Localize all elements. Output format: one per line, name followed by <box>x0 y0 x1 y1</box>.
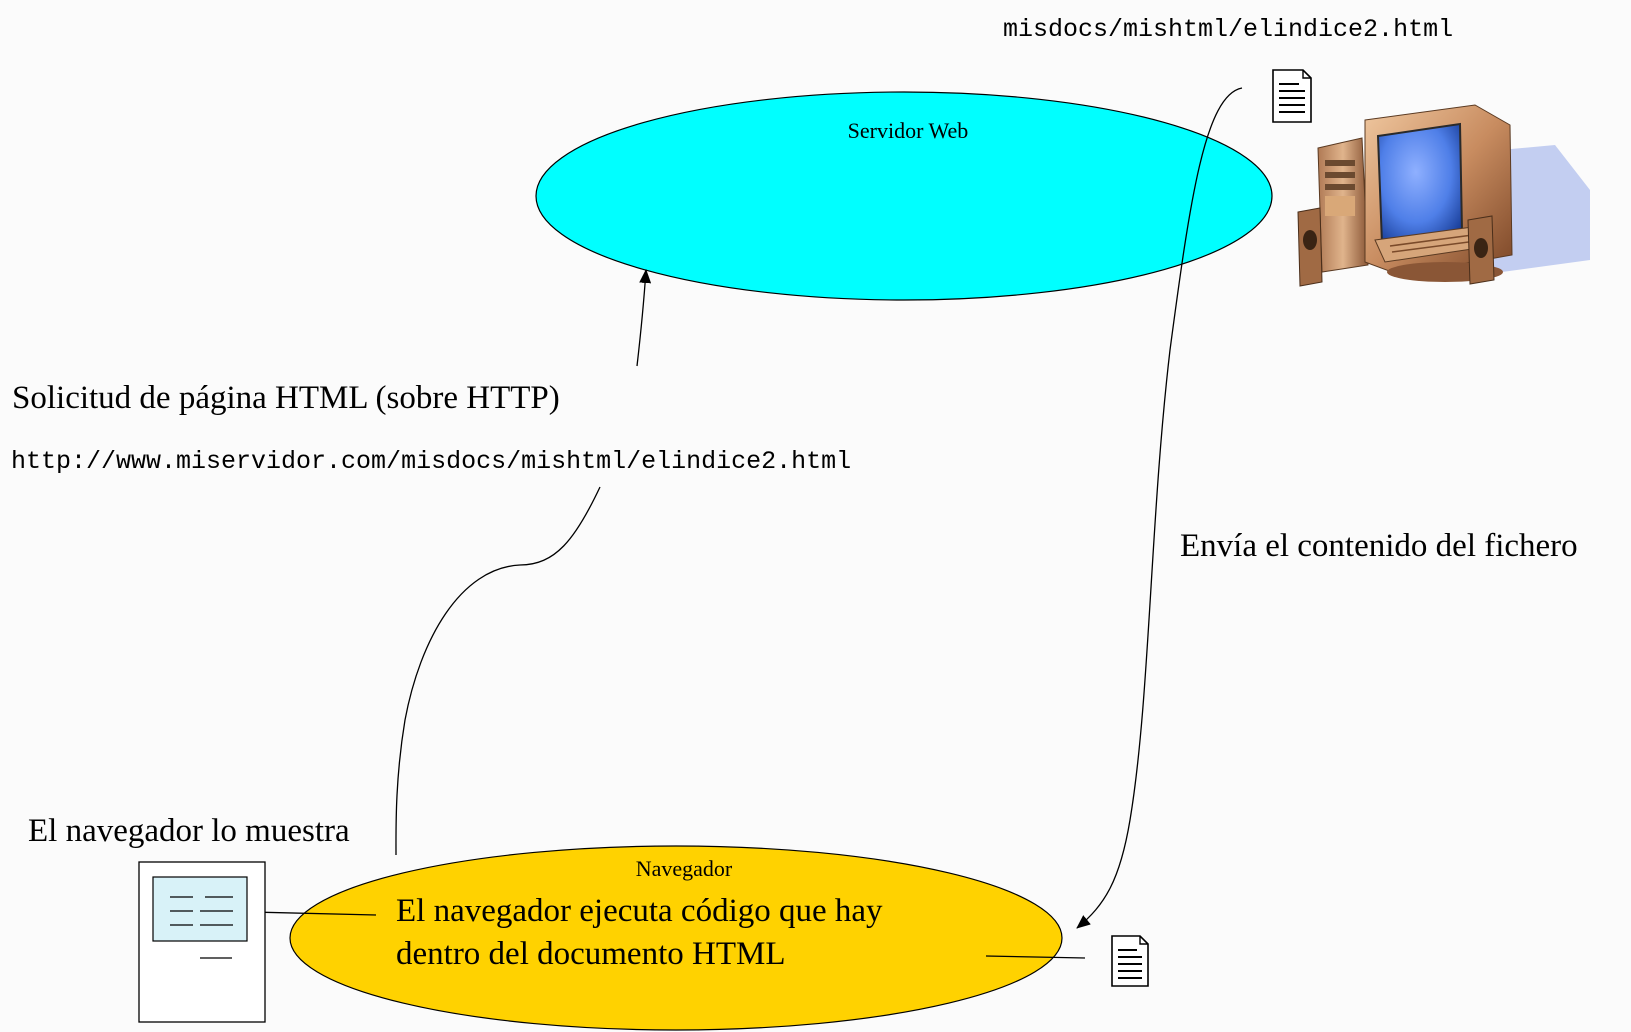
server-ellipse <box>535 91 1273 301</box>
browser-label: Navegador <box>636 856 733 881</box>
browser-window-icon <box>138 861 266 1023</box>
document-icon <box>1272 69 1312 123</box>
response-arrow <box>1076 87 1243 929</box>
request-url: http://www.miservidor.com/misdocs/mishtm… <box>11 447 851 476</box>
response-label: Envía el contenido del fichero <box>1180 528 1578 564</box>
computer-icon <box>1297 104 1590 287</box>
request-arrow-upper <box>636 269 652 367</box>
server-label: Servidor Web <box>848 118 969 143</box>
browser-execution-line1: El navegador ejecuta código que hay <box>396 893 883 929</box>
display-arrow <box>251 906 377 919</box>
server-file-path: misdocs/mishtml/elindice2.html <box>1003 15 1453 44</box>
browser-ellipse <box>289 845 1063 1031</box>
request-label: Solicitud de página HTML (sobre HTTP) <box>12 380 560 416</box>
browser-execution-line2: dentro del documento HTML <box>396 936 786 972</box>
browser-display-label: El navegador lo muestra <box>28 813 350 849</box>
document-icon <box>1111 935 1149 987</box>
document-to-browser-line <box>985 955 1086 959</box>
request-arrow-lower <box>395 486 601 856</box>
